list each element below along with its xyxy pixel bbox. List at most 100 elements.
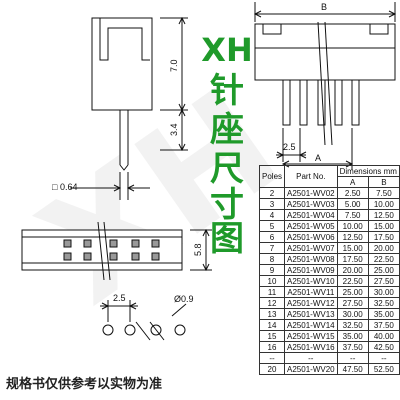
table-cell-a: 20.00 — [336, 264, 369, 276]
table-cell-a: 25.00 — [336, 286, 369, 298]
table-cell-b: 17.50 — [367, 231, 400, 243]
table-cell-b: 42.50 — [367, 341, 400, 353]
table-cell-a: 35.00 — [336, 330, 369, 342]
table-cell-poles: -- — [258, 352, 286, 364]
table-cell-a: 2.50 — [336, 187, 369, 199]
table-cell-a: 32.50 — [336, 319, 369, 331]
table-cell-part: A2501-WV09 — [284, 264, 338, 276]
table-cell-poles: 8 — [258, 253, 286, 265]
dim-pin-0-64: □ 0.64 — [52, 182, 77, 192]
table-cell-a: 37.50 — [336, 341, 369, 353]
table-cell-poles: 11 — [258, 286, 286, 298]
table-cell-part: A2501-WV04 — [284, 209, 338, 221]
table-cell-part: A2501-WV15 — [284, 330, 338, 342]
table-cell-b: 37.50 — [367, 319, 400, 331]
front-view — [253, 2, 397, 170]
table-cell-b: 30.00 — [367, 286, 400, 298]
pcb-layout — [100, 300, 187, 341]
table-cell-b: 10.00 — [367, 198, 400, 210]
table-cell-part: A2501-WV20 — [284, 363, 338, 375]
header-b: B — [367, 176, 400, 188]
table-cell-poles: 10 — [258, 275, 286, 287]
table-cell-a: 12.50 — [336, 231, 369, 243]
table-cell-part: A2501-WV16 — [284, 341, 338, 353]
table-cell-b: 40.00 — [367, 330, 400, 342]
table-cell-a: 22.50 — [336, 275, 369, 287]
title-line-2: 针 — [210, 71, 244, 111]
dim-pitch-top: 2.5 — [283, 142, 296, 152]
header-a: A — [336, 176, 369, 188]
table-cell-part: A2501-WV03 — [284, 198, 338, 210]
table-cell-poles: 3 — [258, 198, 286, 210]
table-cell-b: 32.50 — [367, 297, 400, 309]
table-cell-b: -- — [367, 352, 400, 364]
table-cell-part: A2501-WV02 — [284, 187, 338, 199]
table-cell-b: 20.00 — [367, 242, 400, 254]
title-line-3: 座 — [210, 110, 244, 150]
table-cell-b: 22.50 — [367, 253, 400, 265]
title-line-1: XH — [201, 31, 253, 69]
table-cell-part: A2501-WV13 — [284, 308, 338, 320]
header-poles: Poles — [258, 165, 286, 188]
table-cell-part: A2501-WV07 — [284, 242, 338, 254]
table-cell-poles: 7 — [258, 242, 286, 254]
table-cell-part: A2501-WV11 — [284, 286, 338, 298]
table-cell-poles: 12 — [258, 297, 286, 309]
dim-height-3-4: 3.4 — [169, 123, 179, 136]
table-cell-b: 35.00 — [367, 308, 400, 320]
table-cell-poles: 14 — [258, 319, 286, 331]
table-cell-poles: 20 — [258, 363, 286, 375]
table-cell-b: 7.50 — [367, 187, 400, 199]
table-cell-part: A2501-WV10 — [284, 275, 338, 287]
table-cell-a: 10.00 — [336, 220, 369, 232]
table-cell-a: 30.00 — [336, 308, 369, 320]
table-cell-part: A2501-WV12 — [284, 297, 338, 309]
dim-height-5-8: 5.8 — [193, 243, 203, 256]
table-cell-a: 27.50 — [336, 297, 369, 309]
table-cell-a: 7.50 — [336, 209, 369, 221]
table-cell-poles: 6 — [258, 231, 286, 243]
table-cell-b: 27.50 — [367, 275, 400, 287]
dim-hole-0-9: Ø0.9 — [174, 294, 194, 304]
footnote: 规格书仅供参考以实物为准 — [6, 377, 163, 392]
table-cell-b: 52.50 — [367, 363, 400, 375]
side-view — [70, 16, 188, 200]
table-cell-part: A2501-WV08 — [284, 253, 338, 265]
table-cell-part: A2501-WV05 — [284, 220, 338, 232]
dim-a: A — [315, 153, 321, 163]
table-cell-part: -- — [284, 352, 338, 364]
table-cell-poles: 4 — [258, 209, 286, 221]
table-cell-poles: 13 — [258, 308, 286, 320]
table-row: -------- — [258, 352, 400, 364]
table-cell-a: 17.50 — [336, 253, 369, 265]
dim-b: B — [321, 2, 327, 12]
table-cell-b: 12.50 — [367, 209, 400, 221]
table-cell-part: A2501-WV06 — [284, 231, 338, 243]
title-line-5: 寸图 — [210, 185, 244, 259]
title-line-4: 尺 — [210, 149, 244, 189]
table-cell-b: 15.00 — [367, 220, 400, 232]
table-cell-part: A2501-WV14 — [284, 319, 338, 331]
dim-height-7: 7.0 — [169, 59, 179, 72]
table-cell-a: 5.00 — [336, 198, 369, 210]
header-dimensions: Dimensions mm — [336, 165, 400, 177]
top-view — [21, 221, 212, 281]
table-cell-b: 25.00 — [367, 264, 400, 276]
table-cell-poles: 15 — [258, 330, 286, 342]
